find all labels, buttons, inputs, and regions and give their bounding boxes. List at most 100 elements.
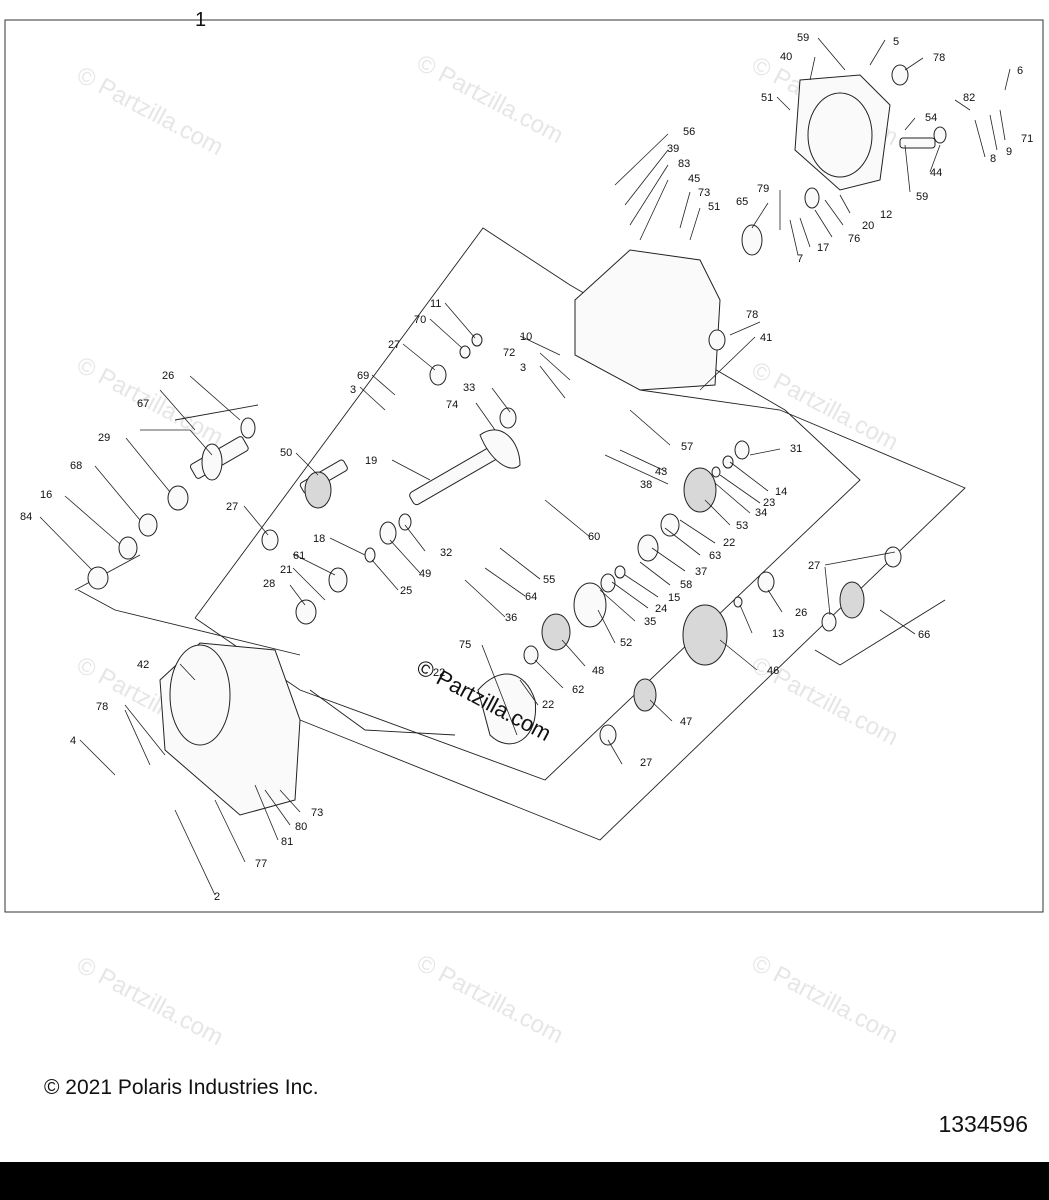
callout-79: 79 — [757, 183, 769, 195]
callout-18: 18 — [313, 533, 325, 545]
callout-19: 19 — [365, 455, 377, 467]
callout-50: 50 — [280, 447, 292, 459]
callout-9: 9 — [1006, 146, 1012, 158]
callout-8: 8 — [990, 153, 996, 165]
copyright-notice: © 2021 Polaris Industries Inc. — [44, 1076, 319, 1099]
callout-44: 44 — [930, 167, 942, 179]
callout-49: 49 — [419, 568, 431, 580]
callout-73: 73 — [698, 187, 710, 199]
callout-57: 57 — [681, 441, 693, 453]
callout-labels: 2 3 3 4 5 6 7 8 9 10 11 12 13 14 15 16 1… — [20, 32, 1033, 903]
callout-5: 5 — [893, 36, 899, 48]
callout-22: 22 — [542, 699, 554, 711]
callout-78: 78 — [96, 701, 108, 713]
callout-13: 13 — [772, 628, 784, 640]
assembly-ref-label: 1 — [195, 9, 206, 31]
watermark: © Partzilla.com — [412, 49, 567, 149]
watermark: © Partzilla.com — [72, 951, 227, 1051]
callout-74: 74 — [446, 399, 458, 411]
callout-64: 64 — [525, 591, 537, 603]
callout-34: 34 — [755, 507, 767, 519]
callout-4: 4 — [70, 735, 76, 747]
callout-75: 75 — [459, 639, 471, 651]
callout-25: 25 — [400, 585, 412, 597]
callout-31: 31 — [790, 443, 802, 455]
callout-73: 73 — [311, 807, 323, 819]
callout-84: 84 — [20, 511, 32, 523]
callout-35: 35 — [644, 616, 656, 628]
callout-21: 21 — [280, 564, 292, 576]
gear-52 — [573, 582, 607, 628]
exploded-parts-diagram: © Partzilla.com © Partzilla.com © Partzi… — [4, 9, 1044, 1051]
callout-59: 59 — [797, 32, 809, 44]
gear-65 — [741, 224, 763, 256]
callout-16: 16 — [40, 489, 52, 501]
gear-47 — [633, 678, 657, 712]
diagram-part-number: 1334596 — [938, 1111, 1028, 1137]
callout-2: 2 — [214, 891, 220, 903]
group-outlines — [74, 227, 966, 841]
callout-7: 7 — [797, 253, 803, 265]
watermark: © Partzilla.com — [72, 351, 227, 451]
diagram-frame — [4, 19, 1044, 913]
callout-29: 29 — [98, 432, 110, 444]
callout-27: 27 — [388, 339, 400, 351]
callout-24: 24 — [655, 603, 667, 615]
callout-27: 27 — [640, 757, 652, 769]
callout-53: 53 — [736, 520, 748, 532]
gear-44 — [933, 126, 947, 144]
callout-27: 27 — [808, 560, 820, 572]
callout-81: 81 — [281, 836, 293, 848]
callout-10: 10 — [520, 331, 532, 343]
callout-36: 36 — [505, 612, 517, 624]
callout-78: 78 — [933, 52, 945, 64]
watermark: © Partzilla.com — [747, 949, 902, 1049]
callout-83: 83 — [678, 158, 690, 170]
callout-77: 77 — [255, 858, 267, 870]
callout-40: 40 — [780, 51, 792, 63]
callout-3: 3 — [520, 362, 526, 374]
callout-63: 63 — [709, 550, 721, 562]
callout-37: 37 — [695, 566, 707, 578]
callout-62: 62 — [572, 684, 584, 696]
callout-69: 69 — [357, 370, 369, 382]
callout-56: 56 — [683, 126, 695, 138]
callout-54: 54 — [925, 112, 937, 124]
gear-67 — [201, 443, 223, 481]
gear-53 — [683, 467, 717, 513]
callout-20: 20 — [862, 220, 874, 232]
callout-46: 46 — [767, 665, 779, 677]
callout-72: 72 — [503, 347, 515, 359]
watermark: © Partzilla.com — [412, 949, 567, 1049]
watermark: © Partzilla.com — [747, 356, 902, 456]
callout-11: 11 — [430, 298, 441, 310]
gear-66 — [839, 581, 865, 619]
callout-27: 27 — [226, 501, 238, 513]
callout-68: 68 — [70, 460, 82, 472]
callout-38: 38 — [640, 479, 652, 491]
callout-42: 42 — [137, 659, 149, 671]
callout-3: 3 — [350, 384, 356, 396]
callout-32: 32 — [440, 547, 452, 559]
bottom-black-bar — [0, 1162, 1049, 1200]
chain-74 — [479, 429, 521, 469]
callout-43: 43 — [655, 466, 667, 478]
callout-65: 65 — [736, 196, 748, 208]
cover-42-bore — [169, 644, 231, 746]
gear-50 — [304, 471, 332, 509]
callout-39: 39 — [667, 143, 679, 155]
callout-67: 67 — [137, 398, 149, 410]
callout-80: 80 — [295, 821, 307, 833]
callout-58: 58 — [680, 579, 692, 591]
callout-78: 78 — [746, 309, 758, 321]
callout-60: 60 — [588, 531, 600, 543]
callout-15: 15 — [668, 592, 680, 604]
callout-41: 41 — [760, 332, 772, 344]
callout-70: 70 — [414, 314, 426, 326]
callout-66: 66 — [918, 629, 930, 641]
callout-22: 22 — [723, 537, 735, 549]
main-case-41 — [574, 249, 721, 391]
callout-51: 51 — [708, 201, 720, 213]
callout-45: 45 — [688, 173, 700, 185]
callout-47: 47 — [680, 716, 692, 728]
